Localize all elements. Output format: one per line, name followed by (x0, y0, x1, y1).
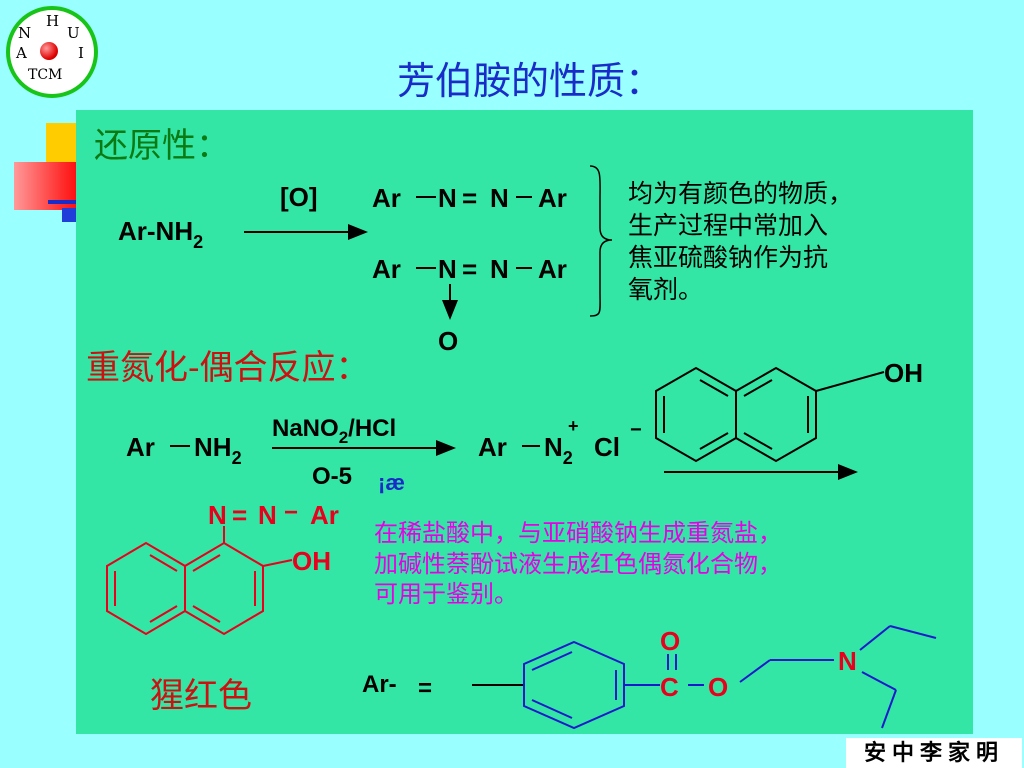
benzene-double-bond (531, 651, 573, 671)
dye-double-bond (192, 605, 221, 623)
azoxy-n-right: N (490, 254, 509, 284)
naphthol-ring-left (655, 366, 737, 463)
reactant-nh2: NH2 (194, 432, 242, 468)
salt-minus-charge: − (630, 419, 642, 441)
diazotization-reagent: NaNO2/HCl (272, 415, 396, 447)
slide-title: 芳伯胺的性质： (396, 59, 663, 103)
reducibility-note: 均为有颜色的物质， 生产过程中常加入 焦亚硫酸钠作为抗 氧剂。 (628, 178, 853, 306)
note-line: 生产过程中常加入 (628, 211, 829, 240)
grouping-brace (589, 165, 613, 317)
dye-n-right: N (258, 500, 277, 530)
azo-ar-left: Ar (372, 183, 401, 213)
azo-product: Ar N = N Ar (372, 183, 567, 213)
dye-ar: Ar (310, 500, 339, 530)
dye-ring-left (106, 541, 186, 636)
dye-oh: OH (292, 546, 331, 576)
oxidation-reactant: Ar-NH2 (118, 216, 203, 252)
ethyl-bond (889, 625, 937, 639)
ethyl-bond (859, 625, 891, 651)
azo-ar-right: Ar (538, 183, 567, 213)
note-line: 氧剂。 (628, 275, 704, 304)
logo-letter-a: A (16, 44, 27, 62)
ar-definition-label: Ar- (362, 671, 397, 698)
dye-double-bond (149, 554, 178, 572)
ethyl-bond (881, 689, 897, 729)
salt-chloride: Cl (594, 432, 620, 462)
dye-n-left: N (208, 500, 227, 530)
azo-dye-structure (106, 526, 293, 636)
tcm-logo: H N U A I TCM (6, 6, 98, 98)
dye-oh-bond (262, 559, 293, 567)
azoxy-ar-right: Ar (538, 254, 567, 284)
ar-definition-equals: = (418, 675, 432, 702)
decor-blue-square (62, 208, 76, 222)
decor-blue-line (48, 200, 88, 204)
benzene-double-bond (531, 699, 573, 719)
logo-text-tcm: TCM (28, 67, 63, 83)
diazotization-reactant: Ar NH2 (126, 432, 242, 468)
dye-double-bond-symbol: = (232, 500, 247, 530)
reducibility-heading: 还原性： (94, 126, 230, 166)
logo-letter-i: I (78, 44, 84, 62)
salt-ar: Ar (478, 432, 507, 462)
azoxy-n-left: N (438, 254, 457, 284)
amine-nitrogen: N (838, 646, 857, 676)
logo-letter-u: U (67, 24, 80, 42)
temperature-unit: ¡æ (378, 470, 405, 495)
reactant-ar: Ar (126, 432, 155, 462)
procaine-structure (472, 625, 937, 730)
temperature-range: O-5 (312, 463, 352, 490)
carbonyl-carbon: C (660, 672, 679, 702)
diazotization-heading: 重氮化-偶合反应： (86, 348, 370, 388)
logo-letter-h: H (46, 12, 60, 30)
azo-n-left: N (438, 183, 457, 213)
author-stamp: 安中李家明 (846, 738, 1022, 768)
n-oxide-oxygen: O (438, 326, 458, 356)
salt-plus-charge: + (568, 416, 579, 436)
ethylene-bond (739, 659, 771, 683)
salt-n2: N2 (544, 432, 573, 468)
azoxy-ar-left: Ar (372, 254, 401, 284)
azo-n-right: N (490, 183, 509, 213)
naphthol-ring-right (735, 366, 817, 463)
naphthol-double-bond (743, 432, 773, 450)
dye-ring-right (184, 541, 264, 636)
note-line: 均为有颜色的物质， (628, 179, 854, 208)
dye-double-bond (192, 554, 221, 572)
azo-double-bond: = (462, 183, 477, 213)
content-panel (76, 110, 973, 734)
logo-letter-n: N (18, 24, 32, 42)
dye-dash: − (284, 499, 298, 526)
dye-azo-group: N = N − Ar OH (208, 499, 339, 576)
diazotization-note: 在稀盐酸中，与亚硝酸钠生成重氮盐， 加碱性萘酚试液生成红色偶氮化合物， 可用于鉴… (374, 518, 782, 610)
note-line: 焦亚硫酸钠作为抗 (628, 243, 829, 272)
naphthol-structure (655, 366, 885, 463)
note-line: 加碱性萘酚试液生成红色偶氮化合物， (374, 549, 782, 578)
note-line: 在稀盐酸中，与亚硝酸钠生成重氮盐， (374, 519, 782, 547)
benzene-ring (523, 640, 625, 730)
naphthol-oh-bond (815, 371, 885, 392)
note-line: 可用于鉴别。 (374, 580, 518, 609)
diazonium-salt: Ar N2 + Cl − (478, 416, 642, 468)
naphthol-double-bond (699, 379, 729, 397)
scarlet-color-label: 猩红色 (150, 676, 252, 716)
dye-double-bond (149, 605, 178, 623)
ester-oxygen: O (708, 672, 728, 702)
logo-ball-icon (40, 42, 58, 60)
naphthol-double-bond (743, 379, 773, 397)
oxidation-condition: [O] (280, 182, 318, 212)
naphthol-oh: OH (884, 358, 923, 388)
naphthol-double-bond (699, 432, 729, 450)
ethyl-bond (861, 671, 897, 691)
azoxy-product: Ar N = N Ar O (372, 254, 567, 356)
carbonyl-oxygen: O (660, 626, 680, 656)
azoxy-double-bond: = (462, 254, 477, 284)
